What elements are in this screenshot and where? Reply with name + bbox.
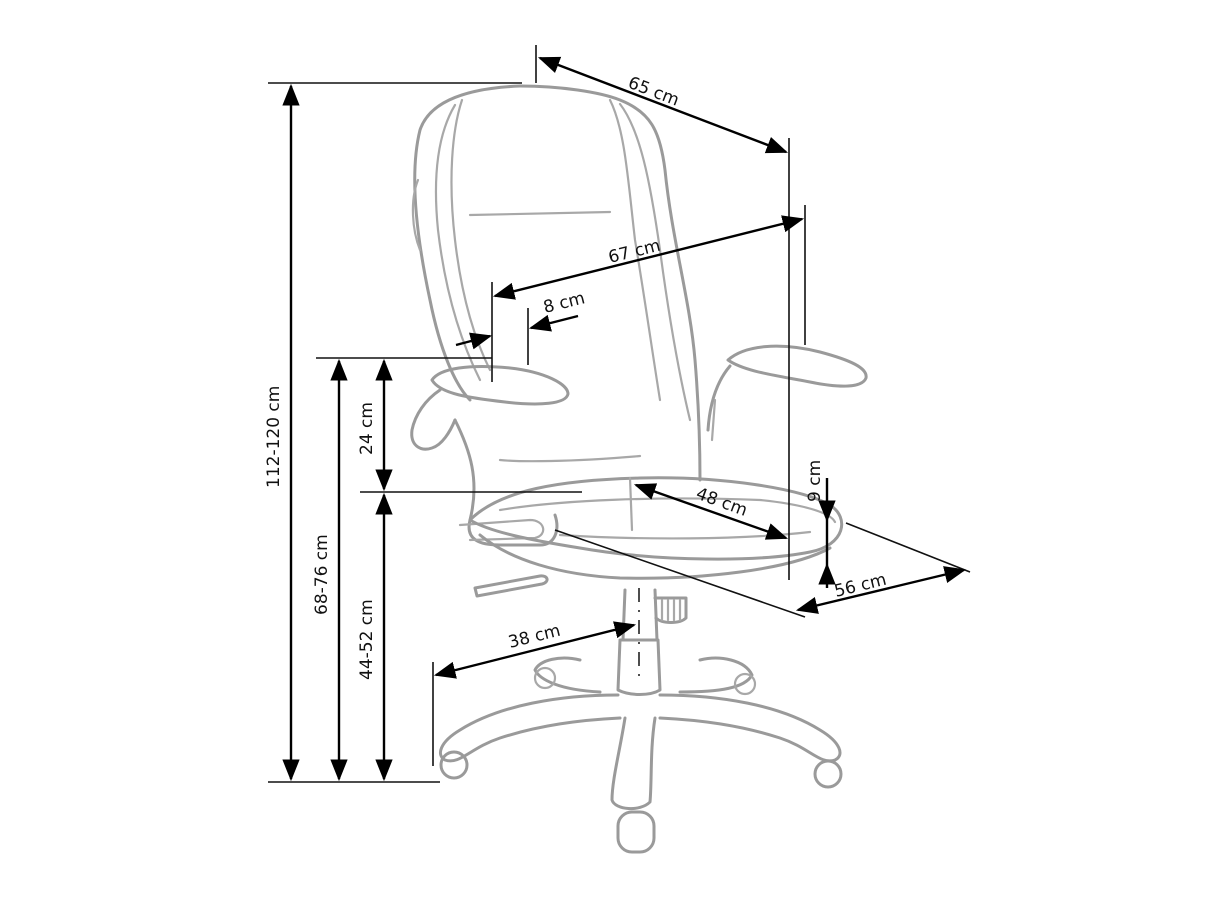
chair-illustration: [410, 84, 868, 854]
dim-seat-depth: 48 cm: [633, 483, 789, 540]
label-24cm: 24 cm: [357, 402, 377, 455]
label-65cm: 65 cm: [625, 73, 682, 111]
label-38cm: 38 cm: [506, 621, 562, 653]
dimension-annotations: 65 cm 67 cm 8 cm 112-120 cm 68-76: [264, 45, 971, 783]
label-67cm: 67 cm: [606, 236, 662, 268]
dim-armrest-width: 8 cm: [455, 288, 587, 365]
height-lever: [473, 574, 549, 598]
dim-total-height: 112-120 cm: [264, 83, 300, 782]
dim-armrest-above-seat: 24 cm: [357, 358, 393, 492]
label-56cm: 56 cm: [832, 570, 888, 602]
star-base: [439, 656, 843, 854]
dim-armrest-height: 68-76 cm: [312, 358, 348, 782]
seat: [468, 476, 844, 580]
dim-seat-height: 44-52 cm: [357, 492, 393, 782]
label-9cm: 9 cm: [805, 460, 825, 502]
label-44-52cm: 44-52 cm: [357, 599, 377, 680]
right-armrest: [706, 344, 868, 442]
label-112-120cm: 112-120 cm: [264, 386, 284, 488]
label-8cm: 8 cm: [541, 288, 587, 318]
dim-seat-thickness: 9 cm: [805, 460, 836, 588]
gas-cylinder: [616, 588, 688, 696]
dim-armrest-span: 67 cm: [491, 205, 806, 382]
label-68-76cm: 68-76 cm: [312, 534, 332, 615]
left-armrest: [410, 365, 570, 547]
